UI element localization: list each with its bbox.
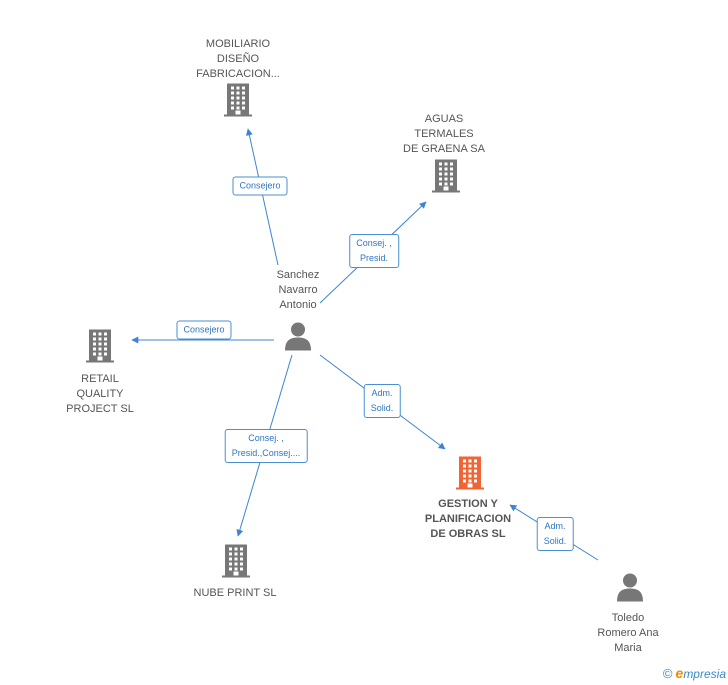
building-icon-aguas[interactable] <box>430 158 462 199</box>
node-label-line: Romero Ana <box>597 627 659 639</box>
edge-label-line: Solid. <box>543 536 567 546</box>
node-label-line: FABRICACION... <box>196 68 280 80</box>
edge-label-line: Consejero <box>239 180 281 191</box>
node-label-line: PLANIFICACION <box>424 513 512 525</box>
node-label-line: NUBE PRINT SL <box>193 587 277 599</box>
edge-label-line: Adm. <box>371 388 393 398</box>
person-icon-sanchez[interactable] <box>283 321 313 356</box>
brand-logo-initial: e <box>675 665 684 681</box>
edge-label-sanchez-retail[interactable]: Consejero <box>176 320 232 340</box>
node-label-line: PROJECT SL <box>66 403 134 415</box>
node-label-line: MOBILIARIO <box>205 38 271 50</box>
building-icon-retail[interactable] <box>84 328 116 369</box>
edge-label-line: Consej. , <box>248 433 284 443</box>
node-label-aguas[interactable]: AGUAS TERMALES DE GRAENA SA <box>403 112 485 157</box>
building-icon-mobiliario[interactable] <box>222 82 254 123</box>
node-label-line: Navarro <box>278 284 318 296</box>
edge-sanchez-mobiliario <box>245 128 279 266</box>
node-label-line: RETAIL <box>81 373 119 385</box>
brand-footer[interactable]: ©empresia <box>663 665 726 681</box>
edge-label-line: Consej. , <box>356 238 392 248</box>
node-label-line: TERMALES <box>414 128 474 140</box>
node-label-line: GESTION Y <box>438 498 498 510</box>
node-label-line: QUALITY <box>76 388 124 400</box>
brand-name: mpresia <box>683 667 726 681</box>
edge-label-sanchez-gestion[interactable]: Adm. Solid. <box>363 384 401 418</box>
person-icon-toledo[interactable] <box>615 572 645 607</box>
edge-label-line: Consejero <box>183 324 225 335</box>
node-label-line: DE GRAENA SA <box>403 143 485 155</box>
node-label-line: Sanchez <box>276 269 320 281</box>
node-label-line: DE OBRAS SL <box>430 528 506 540</box>
edge-label-line: Solid. <box>370 403 394 413</box>
node-label-line: AGUAS <box>424 113 464 125</box>
building-icon-gestion[interactable] <box>454 455 486 496</box>
edge-label-toledo-gestion[interactable]: Adm. Solid. <box>536 517 574 551</box>
node-label-line: Antonio <box>279 299 317 311</box>
node-label-mobiliario[interactable]: MOBILIARIO DISEÑO FABRICACION... <box>196 37 280 82</box>
edge-label-sanchez-aguas[interactable]: Consej. , Presid. <box>349 234 399 268</box>
node-label-nube[interactable]: NUBE PRINT SL <box>194 586 277 601</box>
node-label-line: DISEÑO <box>216 53 260 65</box>
node-label-line: Toledo <box>611 612 645 624</box>
edge-label-sanchez-mobiliario[interactable]: Consejero <box>232 176 288 196</box>
node-label-gestion[interactable]: GESTION Y PLANIFICACION DE OBRAS SL <box>425 497 511 542</box>
node-label-line: Maria <box>614 642 642 654</box>
edge-label-line: Presid.,Consej.... <box>231 448 301 458</box>
edge-label-sanchez-nube[interactable]: Consej. , Presid.,Consej.... <box>224 429 308 463</box>
building-icon-nube[interactable] <box>220 543 252 584</box>
node-label-retail[interactable]: RETAIL QUALITY PROJECT SL <box>66 372 134 417</box>
edge-label-line: Adm. <box>544 521 566 531</box>
copyright-symbol: © <box>662 666 673 681</box>
edge-label-line: Presid. <box>359 253 388 263</box>
